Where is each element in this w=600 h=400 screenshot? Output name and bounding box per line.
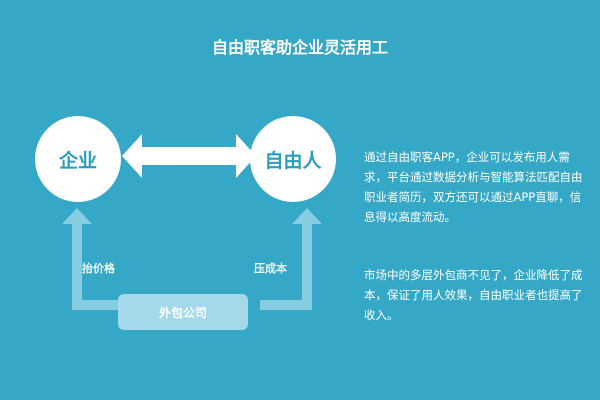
double-arrow-icon: [122, 134, 256, 178]
outsourcing-company-box: 外包公司: [118, 294, 248, 330]
left-up-arrow-icon: [62, 208, 118, 310]
freelancer-node: 自由人: [250, 116, 336, 202]
raise-price-label: 抬价格: [82, 262, 115, 275]
enterprise-label: 企业: [58, 149, 97, 172]
outsourcing-company-label: 外包公司: [158, 305, 207, 320]
freelancer-label: 自由人: [264, 149, 322, 172]
reduce-cost-label: 压成本: [254, 262, 287, 275]
enterprise-node: 企业: [35, 116, 121, 202]
description-paragraph-2: 市场中的多层外包商不见了，企业降低了成本，保证了用人效果，自由职业者也提高了收入…: [364, 268, 583, 322]
description-paragraph-1: 通过自由职客APP，企业可以发布用人需求，平台通过数据分析与智能算法匹配自由职业…: [364, 150, 583, 224]
match-arrow-label: 精准匹配，在线直聊: [138, 149, 238, 162]
page-title: 自由职客助企业灵活用工: [211, 38, 388, 57]
right-up-arrow-icon: [260, 208, 322, 310]
